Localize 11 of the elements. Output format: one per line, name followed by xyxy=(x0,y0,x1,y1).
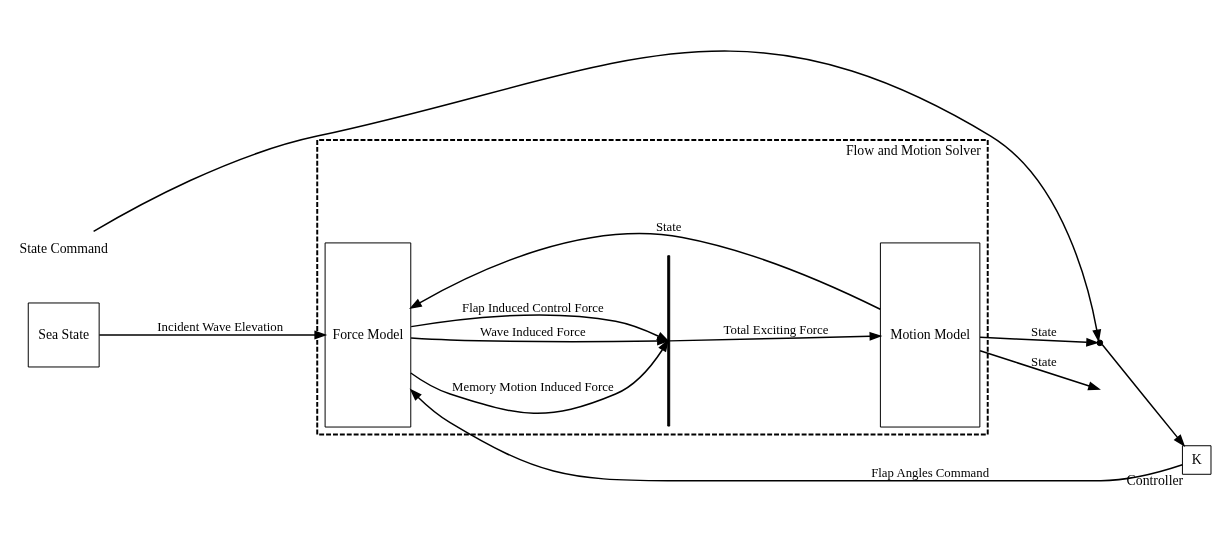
edge-label: State xyxy=(1031,324,1057,339)
edge-label: State xyxy=(1031,354,1057,369)
node-text: State Command xyxy=(19,240,108,256)
edge-label: State xyxy=(655,219,682,234)
edge-label: Total Exciting Force xyxy=(723,322,829,337)
edge-label: Memory Motion Induced Force xyxy=(452,379,614,394)
edge-label: Wave Induced Force xyxy=(480,324,586,339)
edge-label: Flap Angles Command xyxy=(871,465,990,480)
edge-label: Incident Wave Elevation xyxy=(157,319,284,334)
node-label: Controller xyxy=(1126,472,1184,488)
edge-label: Flap Induced Control Force xyxy=(462,300,604,315)
